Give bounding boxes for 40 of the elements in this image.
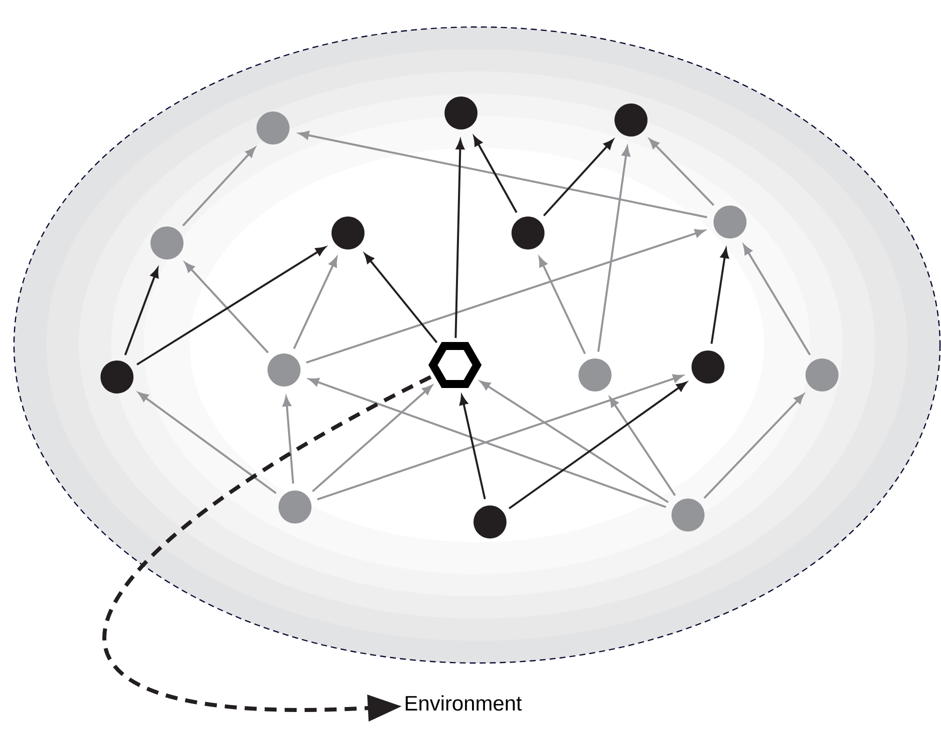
network-node bbox=[614, 104, 648, 136]
arrow bbox=[298, 130, 708, 218]
arrow bbox=[124, 268, 159, 356]
environment-label: Environment bbox=[406, 695, 522, 711]
network-node bbox=[332, 216, 364, 250]
network-node bbox=[150, 226, 184, 260]
arrow bbox=[454, 140, 464, 338]
network-node bbox=[100, 360, 134, 394]
arrow bbox=[293, 256, 338, 350]
arrow bbox=[138, 392, 277, 494]
arrow bbox=[597, 146, 630, 352]
network-node bbox=[692, 350, 724, 384]
arrow bbox=[136, 246, 326, 366]
network-node bbox=[268, 354, 300, 386]
arrow bbox=[184, 262, 269, 354]
arrow bbox=[538, 256, 586, 354]
arrow bbox=[312, 385, 432, 492]
arrow bbox=[282, 396, 294, 484]
arrow bbox=[704, 394, 804, 499]
network-node bbox=[512, 216, 544, 250]
network-node bbox=[578, 358, 612, 392]
arrow bbox=[543, 139, 614, 216]
network-node bbox=[806, 358, 839, 392]
arrow bbox=[480, 380, 669, 504]
arrow bbox=[473, 136, 518, 213]
arrow bbox=[460, 394, 486, 500]
network-node bbox=[474, 506, 506, 538]
arrow bbox=[364, 253, 438, 344]
arrow bbox=[306, 229, 705, 364]
network-node bbox=[444, 96, 478, 130]
arrow bbox=[182, 147, 256, 226]
network-node bbox=[256, 112, 290, 144]
arrow bbox=[609, 396, 676, 496]
arrow bbox=[508, 382, 687, 510]
arrow bbox=[710, 248, 729, 344]
network-node bbox=[278, 490, 312, 524]
arrow bbox=[743, 244, 811, 356]
network-node bbox=[672, 498, 705, 532]
network-node bbox=[714, 206, 746, 238]
arrow bbox=[649, 138, 714, 206]
